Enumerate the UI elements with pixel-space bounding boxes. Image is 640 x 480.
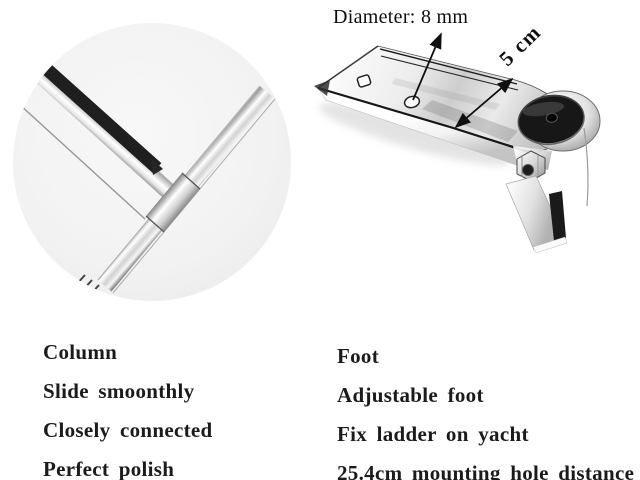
feature-item-connected: Closely connected — [43, 418, 213, 442]
feature-item-fix-ladder: Fix ladder on yacht — [337, 422, 529, 446]
column-joint-illustration — [13, 23, 291, 301]
thin-wire-line — [583, 127, 589, 207]
feature-item-adjustable: Adjustable foot — [337, 383, 484, 407]
rung-steel-tube — [29, 63, 183, 206]
foot-bracket-photo — [300, 0, 640, 310]
sleeve-edge-tick — [145, 215, 165, 233]
plate-front-edge — [317, 86, 536, 156]
feature-item-slide: Slide smoonthly — [43, 379, 195, 403]
mounting-hole-square — [356, 74, 372, 88]
sleeve-edge-tick — [181, 172, 201, 190]
foot-feature-list: Foot Adjustable foot Fix ladder on yacht… — [337, 337, 634, 480]
column-feature-list: Column Slide smoonthly Closely connected… — [43, 333, 213, 480]
connector-sleeve — [145, 173, 201, 232]
bolt-socket — [522, 164, 534, 176]
rubber-strip — [26, 50, 162, 173]
rubber-disc — [517, 94, 585, 146]
diameter-annotation: Diameter: 8 mm — [333, 6, 469, 28]
mounting-hole-round — [403, 95, 421, 109]
feature-item-column: Column — [43, 340, 118, 364]
feature-item-hole-distance: 25.4cm mounting hole distance — [337, 461, 635, 480]
tube-edge-line — [18, 103, 146, 220]
rubber-strip-end — [151, 158, 163, 175]
diameter-arrow — [412, 32, 442, 101]
feature-item-foot: Foot — [337, 344, 380, 368]
feature-item-polish: Perfect polish — [43, 457, 175, 480]
arm-bottom-face — [532, 236, 568, 254]
foot-bracket-illustration — [314, 32, 601, 254]
disc-center-hole — [545, 112, 558, 123]
column-joint-photo — [5, 18, 297, 308]
plate-shadow — [318, 102, 512, 166]
width-measure-arrow — [454, 77, 514, 129]
plate-tip — [314, 80, 330, 96]
arm-rubber-strip — [549, 191, 566, 241]
